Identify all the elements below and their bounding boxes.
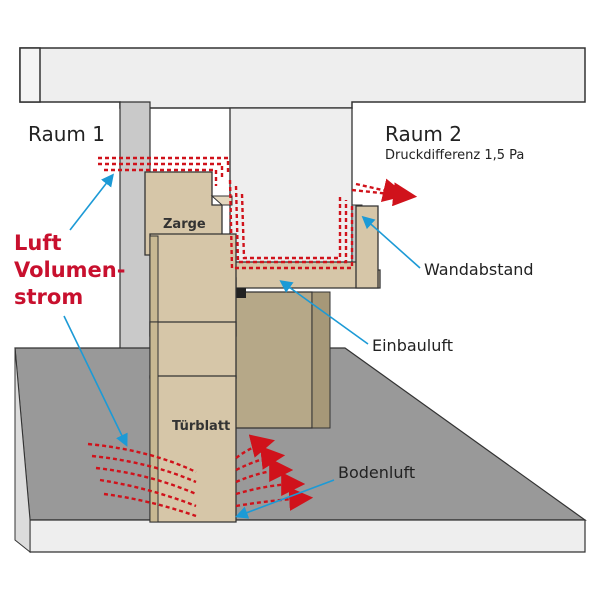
label-pressure-difference: Druckdifferenz 1,5 Pa	[385, 148, 524, 163]
wall-top-slab	[19, 47, 586, 109]
label-airflow-line2: Volumen-	[14, 258, 125, 282]
pointer-einbauluft	[279, 280, 369, 345]
label-airflow-line3: strom	[14, 285, 83, 309]
label-airflow-line1: Luft	[14, 231, 62, 255]
wall-opening	[229, 107, 363, 269]
door-leaf	[149, 233, 237, 523]
label-room2: Raum 2	[385, 122, 462, 146]
pointer-wandabstand	[361, 215, 421, 269]
pointer-luft-floor	[63, 315, 128, 447]
label-door-leaf: Türblatt	[172, 419, 230, 434]
air-stream-top	[98, 156, 354, 270]
label-install-gap: Einbauluft	[372, 336, 453, 355]
pointer-bodenluft	[235, 479, 335, 519]
label-room1: Raum 1	[28, 122, 105, 146]
label-floor-gap: Bodenluft	[338, 463, 415, 482]
door-body-back	[234, 291, 331, 429]
pointer-luft-top	[69, 173, 114, 231]
label-wall-gap: Wandabstand	[424, 260, 534, 279]
label-frame: Zarge	[163, 217, 206, 232]
air-stream-floor	[87, 434, 314, 518]
air-outlet-arrows	[351, 178, 418, 207]
blue-pointer-arrows	[63, 173, 421, 519]
